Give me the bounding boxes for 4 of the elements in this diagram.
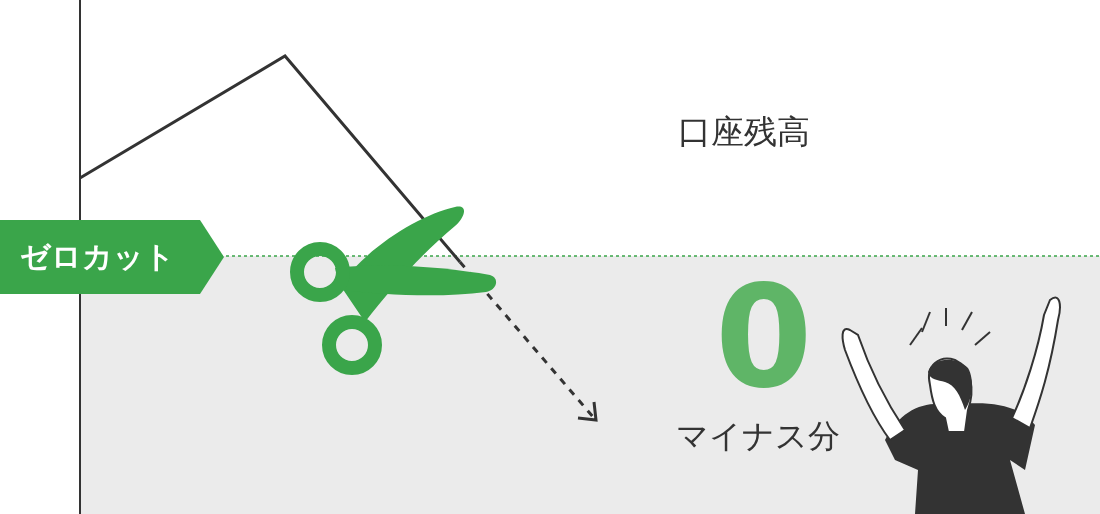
zero-number: 0 (715, 268, 813, 408)
tag-label: ゼロカット (0, 220, 224, 294)
axis-label: 口座残高 (678, 115, 810, 148)
annotation-label: マイナス分 (676, 420, 840, 452)
